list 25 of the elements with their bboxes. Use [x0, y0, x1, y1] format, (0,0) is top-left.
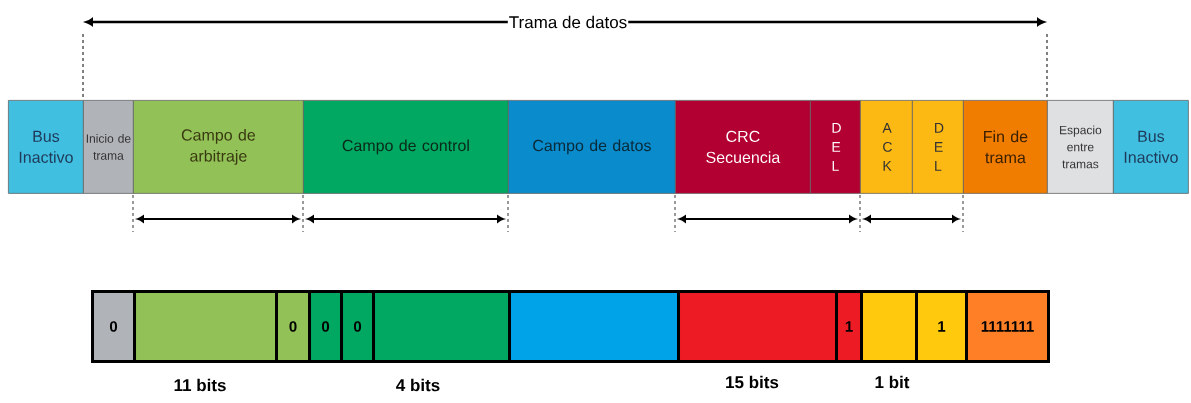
- field-box: Campo de control: [303, 100, 509, 194]
- bit-box: 0: [275, 290, 311, 363]
- field-box: Espacio entre tramas: [1047, 100, 1114, 194]
- field-box: Campo de datos: [508, 100, 676, 194]
- bit-box: 1: [915, 290, 968, 363]
- bit-count-label: 1 bit: [875, 375, 910, 389]
- bit-box: [860, 290, 918, 363]
- field-box: D E L: [810, 100, 861, 194]
- field-box: Campo de arbitraje: [133, 100, 304, 194]
- bit-box: 0: [91, 290, 136, 363]
- field-box: Inicio de trama: [83, 100, 134, 194]
- bit-count-label: 11 bits: [174, 378, 226, 392]
- dimension-label: Trama de datos: [507, 14, 629, 30]
- bit-box: 1: [835, 290, 863, 363]
- bit-box: 1111111: [965, 290, 1050, 363]
- bit-count-label: 15 bits: [726, 375, 779, 389]
- bit-count-label: 4 bits: [396, 378, 440, 392]
- bit-box: 0: [340, 290, 375, 363]
- bit-box: [508, 290, 680, 363]
- field-box: D E L: [912, 100, 964, 194]
- field-box: A C K: [860, 100, 913, 194]
- field-box: Bus Inactivo: [1113, 100, 1189, 194]
- field-box: Fin de trama: [963, 100, 1048, 194]
- bit-box: 0: [308, 290, 343, 363]
- field-box: Bus Inactivo: [8, 100, 84, 194]
